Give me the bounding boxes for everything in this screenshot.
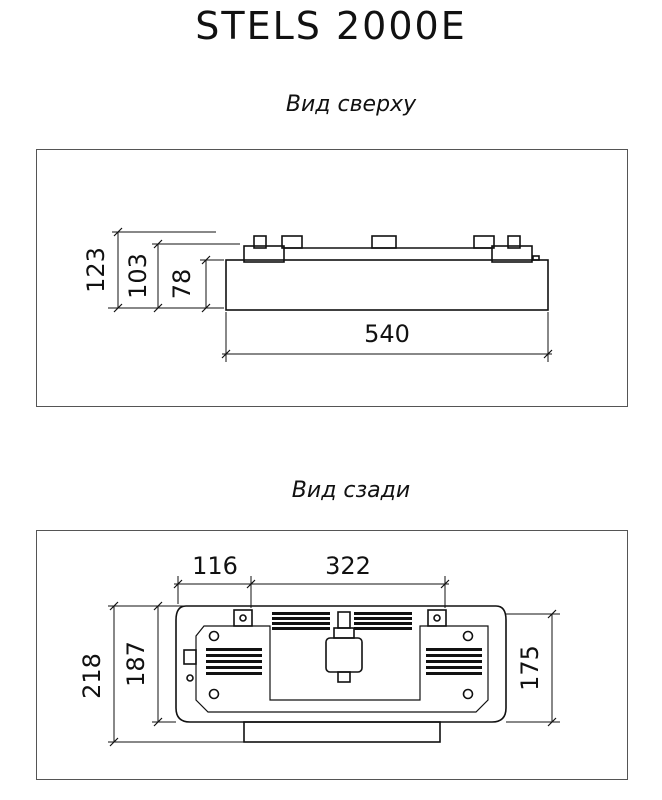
- top-view-right-block: [491, 245, 533, 263]
- rear-vents: [206, 612, 482, 675]
- screw: [462, 630, 474, 642]
- top-view-body: [225, 259, 549, 311]
- rear-view-body: [175, 605, 507, 723]
- top-view-left-block: [243, 245, 285, 263]
- rear-view-base: [243, 721, 441, 743]
- rear-right-bracket: [427, 609, 447, 627]
- rear-view-heading: Вид сзади: [291, 478, 411, 503]
- drawing-title: STELS 2000E: [195, 4, 467, 48]
- top-dim-123: 123: [82, 247, 110, 293]
- rear-dim-187: 187: [122, 641, 150, 687]
- top-view-right-tab: [473, 235, 495, 249]
- power-connector: [183, 649, 197, 665]
- top-view-indicator: [532, 255, 540, 261]
- handle-grip: [325, 637, 363, 673]
- rear-left-bracket: [233, 609, 253, 627]
- screw: [208, 688, 220, 700]
- rear-dim-218: 218: [78, 653, 106, 699]
- rear-dim-322: 322: [325, 552, 371, 580]
- rear-dim-175: 175: [516, 645, 544, 691]
- top-dim-103: 103: [124, 253, 152, 299]
- top-dim-78: 78: [168, 269, 196, 300]
- indicator-led: [186, 674, 194, 682]
- rear-view-device: [175, 605, 507, 743]
- rear-view-panel: [36, 530, 628, 780]
- rear-view-dimensions: [108, 576, 560, 747]
- top-view-heading: Вид сверху: [285, 92, 417, 117]
- top-view-dimensions: [108, 227, 553, 362]
- top-dim-540: 540: [364, 320, 410, 348]
- rear-dim-116: 116: [192, 552, 238, 580]
- handle-stem: [337, 611, 351, 629]
- top-view-center-tab: [371, 235, 397, 249]
- screw: [462, 688, 474, 700]
- top-view-right-peg: [507, 235, 521, 249]
- top-view-left-peg: [253, 235, 267, 249]
- screw: [208, 630, 220, 642]
- top-view-left-tab: [281, 235, 303, 249]
- top-view-device: [225, 235, 549, 311]
- top-view-panel: [36, 149, 628, 407]
